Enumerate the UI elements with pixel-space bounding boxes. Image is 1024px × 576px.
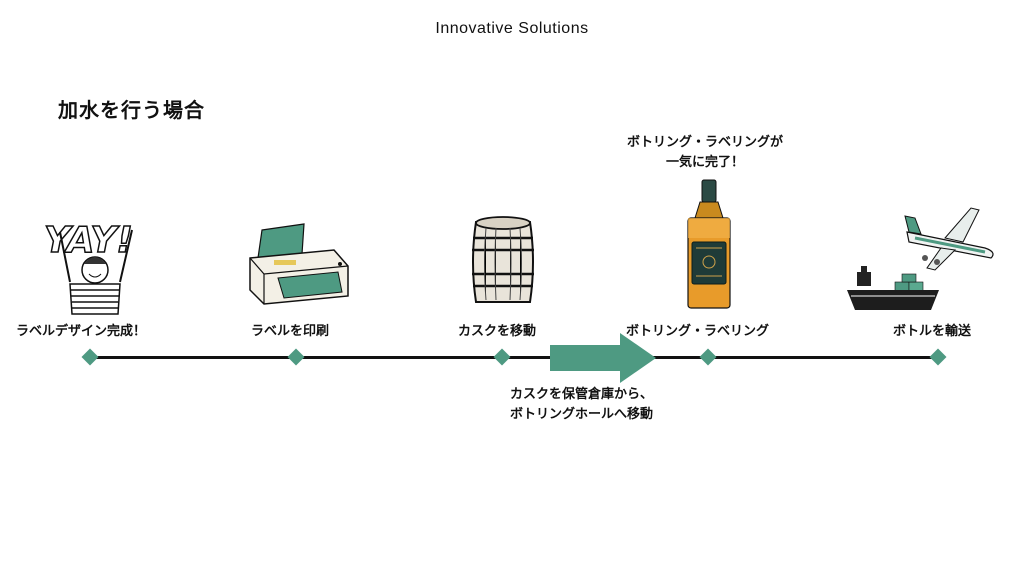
callout-bottom-line1: カスクを保管倉庫から、 <box>510 387 654 402</box>
printer-icon <box>249 223 349 305</box>
arrow-right-icon <box>550 333 656 383</box>
step-label-shipping: ボトルを輸送 <box>893 324 972 339</box>
callout-top-line1: ボトリング・ラベリングが <box>626 135 783 150</box>
whisky-bottle-icon <box>687 179 731 309</box>
barrel-icon <box>472 216 534 303</box>
milestone-marker <box>699 348 717 366</box>
step-label-print: ラベルを印刷 <box>251 324 330 339</box>
timeline-line <box>88 356 940 359</box>
celebrating-person-icon: YAY! <box>43 219 134 315</box>
yay-text: YAY! <box>44 220 133 261</box>
callout-top: ボトリング・ラベリングが 一気に完了！ <box>600 133 810 173</box>
milestone-marker <box>929 348 947 366</box>
callout-top-line2: 一気に完了！ <box>665 155 744 170</box>
callout-bottom: カスクを保管倉庫から、 ボトリングホールへ移動 <box>510 385 653 425</box>
step-label-bottling: ボトリング・ラベリング <box>626 324 770 339</box>
milestone-marker <box>287 348 305 366</box>
step-label-design: ラベルデザイン完成！ <box>16 324 147 339</box>
callout-bottom-line2: ボトリングホールへ移動 <box>510 407 654 422</box>
step-label-move-cask: カスクを移動 <box>458 324 537 339</box>
brand-title: Innovative Solutions <box>435 20 589 37</box>
ship-airplane-icon <box>847 207 994 310</box>
milestone-marker <box>493 348 511 366</box>
milestone-marker <box>81 348 99 366</box>
slide-title: 加水を行う場合 <box>58 98 205 122</box>
